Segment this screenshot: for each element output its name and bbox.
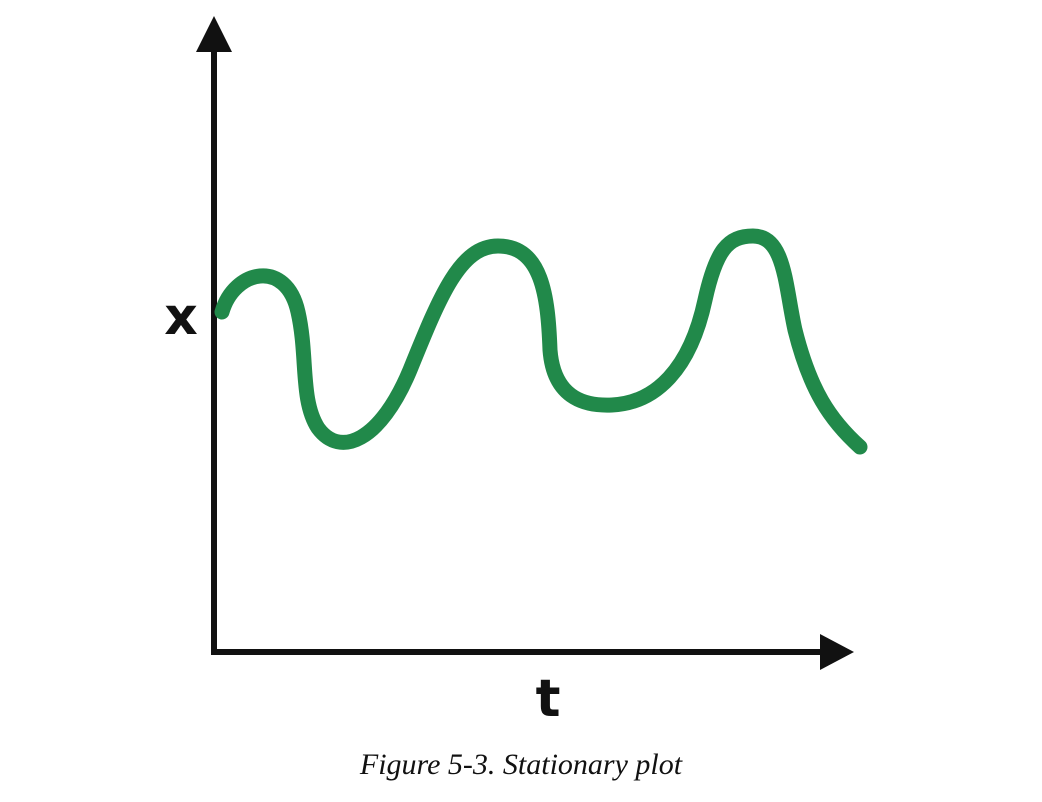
y-axis-arrowhead [196,16,232,52]
y-axis-label: x [164,287,198,347]
x-axis-label: t [536,669,561,729]
stationary-signal-curve [214,228,868,455]
x-axis-arrowhead [820,634,854,670]
figure-caption: Figure 5-3. Stationary plot [359,748,683,781]
